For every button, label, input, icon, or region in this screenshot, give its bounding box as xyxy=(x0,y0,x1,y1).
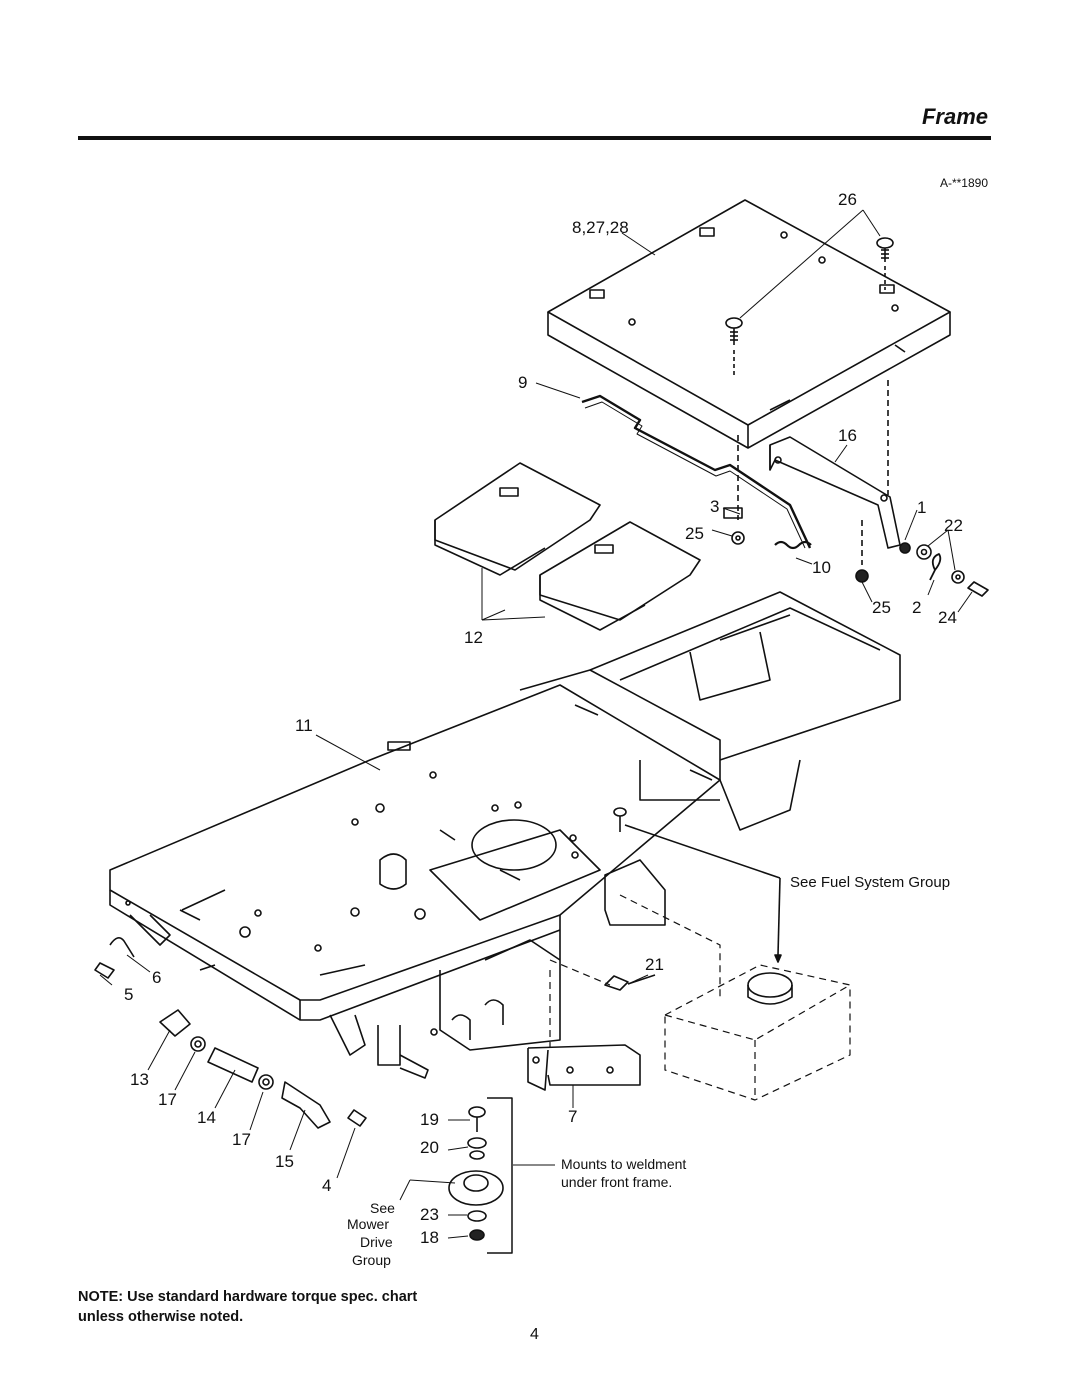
callout-21: 21 xyxy=(645,955,664,974)
callout-6: 6 xyxy=(152,968,162,987)
callout-15: 15 xyxy=(275,1152,294,1171)
callout-14: 14 xyxy=(197,1108,216,1127)
bracket-7 xyxy=(527,1044,641,1091)
pulley-assembly xyxy=(448,1106,504,1241)
see-mower-line2: Mower xyxy=(347,1216,390,1232)
callout-12: 12 xyxy=(464,628,483,647)
callout-9: 9 xyxy=(518,373,528,392)
top-cover-plate xyxy=(547,199,951,449)
fuel-system-reference: See Fuel System Group xyxy=(790,874,951,891)
front-axle-parts xyxy=(159,1009,367,1129)
bolt-26 xyxy=(725,237,894,378)
see-mower-line4: Group xyxy=(352,1252,391,1268)
bolt-fuel xyxy=(613,807,627,832)
leader-lines xyxy=(99,209,973,1239)
callout-25-lower: 25 xyxy=(872,598,891,617)
callout-2: 2 xyxy=(912,598,922,617)
mounts-note-line2: under front frame. xyxy=(561,1174,673,1190)
callout-23: 23 xyxy=(420,1205,439,1224)
callout-11: 11 xyxy=(295,716,313,735)
callout-25-upper: 25 xyxy=(685,524,704,543)
header-rule xyxy=(78,136,991,140)
callout-8-27-28: 8,27,28 xyxy=(572,218,629,237)
fuel-cap xyxy=(747,972,793,1005)
callout-24: 24 xyxy=(938,608,957,627)
callout-13: 13 xyxy=(130,1070,149,1089)
torque-note: NOTE: Use standard hardware torque spec.… xyxy=(78,1289,418,1325)
callout-19: 19 xyxy=(420,1110,439,1129)
callout-5: 5 xyxy=(124,985,134,1004)
callout-16: 16 xyxy=(838,426,857,445)
callout-20: 20 xyxy=(420,1138,439,1157)
callout-17-left: 17 xyxy=(158,1090,177,1109)
rod-9 xyxy=(581,394,812,549)
see-mower-line3: Drive xyxy=(360,1234,393,1250)
page-title: Frame xyxy=(921,104,988,129)
callout-4: 4 xyxy=(322,1176,332,1195)
callout-18: 18 xyxy=(420,1228,439,1247)
fuel-tank-phantom xyxy=(549,894,851,1101)
mounts-note-line1: Mounts to weldment xyxy=(561,1156,687,1172)
page-number: 4 xyxy=(530,1326,539,1343)
see-mower-line1: See xyxy=(370,1200,395,1216)
callout-7: 7 xyxy=(568,1107,578,1126)
cushion-blocks-12 xyxy=(434,462,701,631)
callout-3: 3 xyxy=(710,497,720,516)
main-frame-11 xyxy=(109,591,901,1079)
callout-1: 1 xyxy=(917,498,927,517)
callout-10: 10 xyxy=(812,558,831,577)
callout-26: 26 xyxy=(838,190,857,209)
callout-17-right: 17 xyxy=(232,1130,251,1149)
small-hardware xyxy=(723,507,989,597)
figure-code: A-**1890 xyxy=(939,176,988,190)
callout-22: 22 xyxy=(944,516,963,535)
bracket-16 xyxy=(769,436,901,549)
